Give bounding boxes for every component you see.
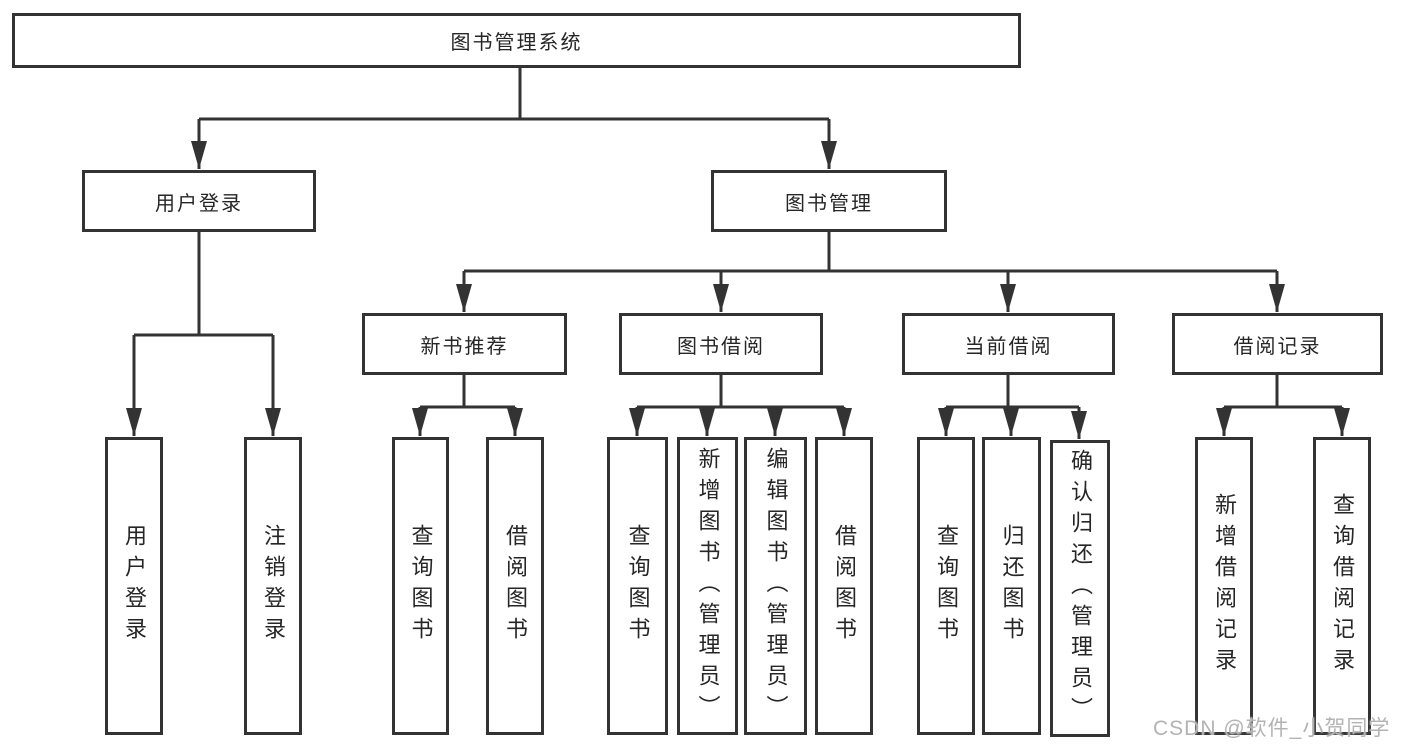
node-new-book-recommend-label: 新书推荐	[420, 335, 509, 358]
leaf-user-login: 用户登录	[105, 437, 163, 735]
leaf-bb-add-books-admin-label: 新增图书（管理员）	[695, 446, 721, 726]
leaf-br-add-record: 新增借阅记录	[1195, 437, 1253, 735]
leaf-nb-borrow-books-label: 借阅图书	[503, 524, 528, 648]
leaf-cb-query-books-label: 查询图书	[934, 524, 959, 648]
node-new-book-recommend: 新书推荐	[362, 313, 567, 375]
node-borrow-records-label: 借阅记录	[1233, 335, 1322, 358]
leaf-bb-edit-books-admin-label: 编辑图书（管理员）	[763, 446, 789, 726]
node-borrow-records: 借阅记录	[1172, 313, 1383, 375]
leaf-bb-borrow-books-label: 借阅图书	[832, 524, 857, 648]
leaf-cb-query-books: 查询图书	[917, 437, 975, 735]
node-root: 图书管理系统	[12, 13, 1021, 68]
spine-root-to-level2	[199, 66, 829, 121]
node-book-borrow: 图书借阅	[619, 313, 823, 375]
node-current-borrow: 当前借阅	[902, 313, 1115, 375]
leaf-logout-label: 注销登录	[261, 524, 286, 648]
leaf-logout: 注销登录	[244, 437, 302, 735]
leaf-nb-borrow-books: 借阅图书	[486, 437, 544, 735]
leaf-cb-return-books: 归还图书	[982, 437, 1041, 735]
leaf-cb-return-books-label: 归还图书	[999, 524, 1025, 648]
node-root-label: 图书管理系统	[450, 32, 583, 54]
node-current-borrow-label: 当前借阅	[964, 335, 1053, 358]
spine-current-group	[946, 374, 1079, 409]
leaf-nb-query-books: 查询图书	[392, 437, 449, 735]
spine-new-book-group	[420, 374, 515, 409]
leaf-user-login-label: 用户登录	[122, 524, 147, 648]
leaf-br-query-record: 查询借阅记录	[1313, 437, 1371, 735]
node-book-borrow-label: 图书借阅	[677, 335, 765, 358]
node-book-management-label: 图书管理	[785, 192, 873, 215]
leaf-bb-borrow-books: 借阅图书	[815, 437, 873, 735]
leaf-bb-query-books: 查询图书	[607, 437, 668, 735]
leaf-bb-edit-books-admin: 编辑图书（管理员）	[744, 437, 807, 735]
spine-user-login-group	[134, 231, 273, 337]
leaf-br-add-record-label: 新增借阅记录	[1212, 493, 1237, 679]
spine-records-group	[1224, 374, 1342, 409]
leaf-br-query-record-label: 查询借阅记录	[1330, 493, 1355, 679]
leaf-cb-confirm-return-admin: 确认归还（管理员）	[1050, 440, 1110, 737]
leaf-cb-confirm-return-admin-label: 确认归还（管理员）	[1068, 449, 1093, 728]
node-user-login: 用户登录	[82, 170, 316, 232]
leaf-nb-query-books-label: 查询图书	[408, 524, 434, 648]
spine-borrow-group	[637, 374, 844, 409]
leaf-bb-query-books-label: 查询图书	[625, 524, 651, 648]
leaf-bb-add-books-admin: 新增图书（管理员）	[677, 437, 738, 735]
node-user-login-label: 用户登录	[155, 192, 243, 215]
spine-book-management-to-level3	[464, 231, 1277, 273]
node-book-management: 图书管理	[711, 170, 947, 232]
